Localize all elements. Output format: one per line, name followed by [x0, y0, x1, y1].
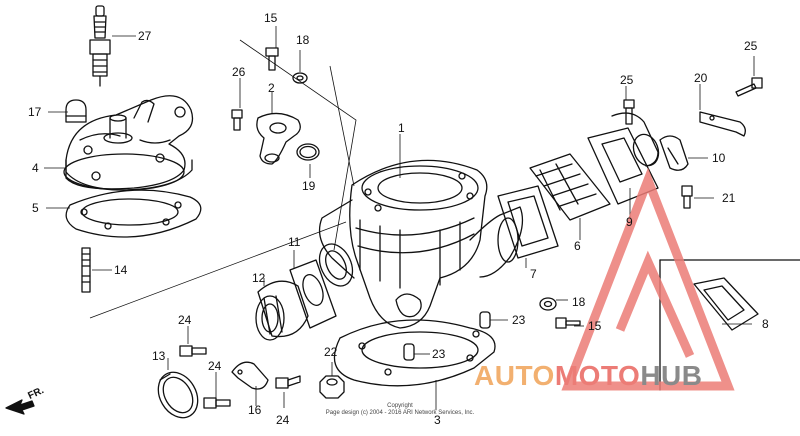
- callout-14: 14: [114, 263, 128, 277]
- watermark-part-auto: AUTO: [474, 360, 555, 391]
- callout-9: 9: [626, 215, 633, 229]
- cylinder: [318, 159, 524, 329]
- callout-6: 6: [574, 239, 581, 253]
- cap-nut: [65, 99, 87, 123]
- bolt-26: [231, 109, 243, 131]
- front-direction-arrow: [5, 399, 35, 415]
- callout-18-bottom: 18: [572, 295, 586, 309]
- dowel-pin-b: [403, 343, 415, 361]
- callout-8: 8: [762, 317, 769, 331]
- callout-24-b: 24: [208, 359, 222, 373]
- head-gasket: [65, 189, 202, 238]
- callout-13: 13: [152, 349, 166, 363]
- bracket-16: [231, 361, 269, 390]
- copyright-line-1: Copyright: [387, 403, 413, 409]
- exhaust-flange: [289, 259, 337, 329]
- callout-15-top: 15: [264, 11, 278, 25]
- callout-23-b: 23: [432, 347, 446, 361]
- leader-lines: [44, 26, 755, 410]
- callout-2: 2: [268, 81, 275, 95]
- spark-plug: [89, 5, 111, 87]
- callout-1: 1: [398, 121, 405, 135]
- washer-18-bottom: [539, 297, 557, 311]
- bolt-25-a: [623, 99, 635, 125]
- bolt-24-a: [179, 345, 207, 357]
- callout-11: 11: [288, 235, 301, 249]
- callout-7: 7: [530, 267, 537, 281]
- o-ring: [296, 143, 320, 161]
- bolt-15-top: [265, 47, 279, 71]
- clamp-10: [659, 135, 689, 171]
- bolt-15-bottom: [555, 317, 581, 329]
- copyright-notice: Copyright Page design (c) 2004 - 2016 AR…: [310, 403, 490, 417]
- cylinder-head: [63, 95, 194, 191]
- band-clamp: [157, 371, 199, 419]
- bracket-20: [699, 111, 746, 137]
- callout-20: 20: [694, 71, 708, 85]
- callout-18-top: 18: [296, 33, 310, 47]
- stud-bolt: [81, 247, 91, 293]
- copyright-line-2: Page design (c) 2004 - 2016 ARI Network …: [325, 410, 475, 416]
- callout-12: 12: [252, 271, 266, 285]
- reed-gasket: [497, 185, 559, 259]
- callout-5: 5: [32, 201, 39, 215]
- callout-17: 17: [28, 105, 42, 119]
- callout-16: 16: [248, 403, 262, 417]
- callout-23-a: 23: [512, 313, 526, 327]
- callout-3: 3: [434, 413, 441, 427]
- callout-24-c: 24: [276, 413, 290, 427]
- bolt-24-c: [275, 375, 301, 389]
- callout-4: 4: [32, 161, 39, 175]
- callout-27: 27: [138, 29, 152, 43]
- washer-18-top: [292, 72, 308, 84]
- callout-26: 26: [232, 65, 246, 79]
- callout-15-bottom: 15: [588, 319, 602, 333]
- callout-24-a: 24: [178, 313, 192, 327]
- base-gasket: [333, 319, 496, 387]
- callout-25-a: 25: [620, 73, 634, 87]
- nut-22: [319, 375, 345, 399]
- dowel-pin-a: [479, 311, 491, 329]
- callout-19: 19: [302, 179, 316, 193]
- callout-21: 21: [722, 191, 736, 205]
- bolt-25-b: [735, 77, 763, 97]
- callout-25-b: 25: [744, 39, 758, 53]
- watermark-part-hub: HUB: [640, 360, 703, 391]
- exhaust-joint: [255, 280, 309, 341]
- callout-10: 10: [712, 151, 726, 165]
- reed-valve: [529, 153, 611, 221]
- callout-22: 22: [324, 345, 338, 359]
- water-fitting: [256, 112, 301, 165]
- watermark-text: AUTOMOTOHUB: [474, 362, 702, 390]
- bolt-24-b: [203, 397, 231, 409]
- watermark-part-moto: MOTO: [554, 360, 641, 391]
- bolt-21: [681, 185, 693, 209]
